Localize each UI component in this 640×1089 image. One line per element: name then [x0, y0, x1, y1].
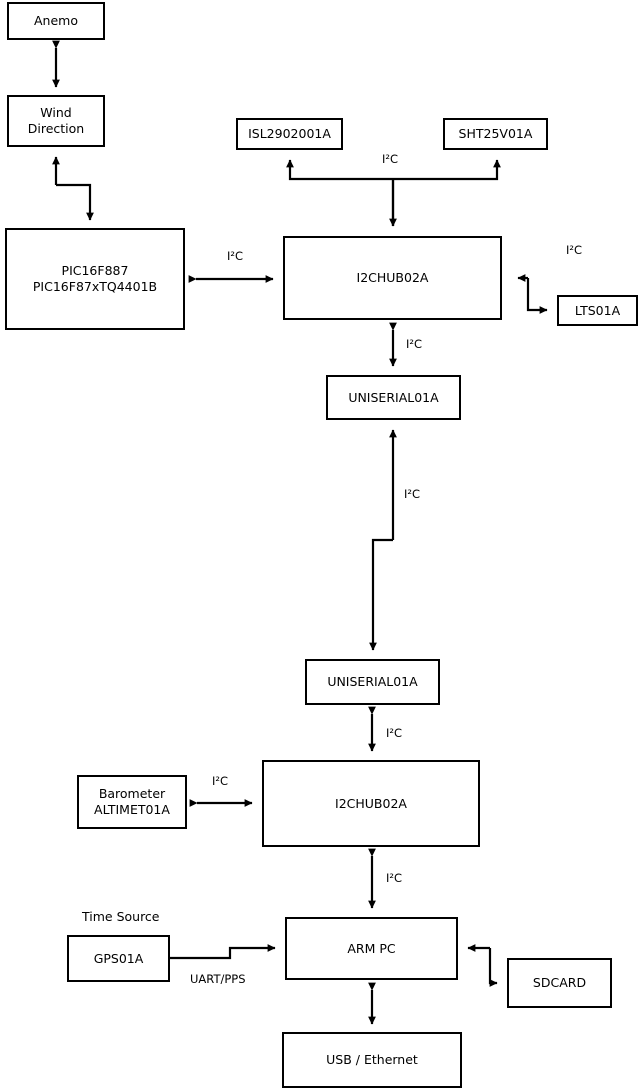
edge-label-pic-hub: I²C — [227, 249, 244, 263]
node-arm-pc[interactable]: ARM PC — [285, 917, 458, 980]
node-lts01a-label: LTS01A — [574, 302, 621, 318]
node-wind-direction[interactable]: Wind Direction — [7, 95, 105, 147]
node-pic-mcu[interactable]: PIC16F887 PIC16F87xTQ4401B — [5, 228, 185, 330]
node-usb-ethernet-label: USB / Ethernet — [326, 1052, 418, 1068]
node-lts01a[interactable]: LTS01A — [557, 295, 638, 326]
node-sdcard[interactable]: SDCARD — [507, 958, 612, 1008]
node-arm-pc-label: ARM PC — [347, 940, 396, 956]
node-uniserial01a-bottom[interactable]: UNISERIAL01A — [305, 659, 440, 705]
edge-label-uniserial-hub-bottom: I²C — [386, 726, 403, 740]
node-barometer-altimet01a[interactable]: Barometer ALTIMET01A — [77, 775, 187, 829]
node-sht25v01a-label: SHT25V01A — [458, 126, 533, 142]
node-usb-ethernet[interactable]: USB / Ethernet — [282, 1032, 462, 1088]
edge-label-hub-armpc: I²C — [386, 871, 403, 885]
edge-label-hub-lts: I²C — [566, 243, 583, 257]
node-i2chub02a-top[interactable]: I2CHUB02A — [283, 236, 502, 320]
edge-gps-armpc — [170, 944, 276, 960]
node-i2chub02a-top-label: I2CHUB02A — [356, 270, 429, 286]
node-gps01a-label: GPS01A — [93, 950, 144, 966]
node-wind-direction-label: Wind Direction — [27, 105, 85, 136]
node-uniserial01a-bottom-label: UNISERIAL01A — [327, 674, 418, 690]
node-uniserial01a-top[interactable]: UNISERIAL01A — [326, 375, 461, 420]
edge-label-gps-armpc: UART/PPS — [190, 972, 246, 986]
node-gps01a[interactable]: GPS01A — [67, 935, 170, 982]
label-time-source: Time Source — [82, 909, 160, 924]
node-uniserial01a-top-label: UNISERIAL01A — [348, 389, 439, 405]
node-i2chub02a-bottom-label: I2CHUB02A — [335, 795, 407, 811]
node-i2chub02a-bottom[interactable]: I2CHUB02A — [262, 760, 480, 847]
node-sdcard-label: SDCARD — [532, 975, 587, 991]
node-anemo[interactable]: Anemo — [7, 2, 105, 40]
node-isl2902001a-label: ISL2902001A — [248, 126, 331, 142]
edge-label-barometer-hub: I²C — [212, 774, 229, 788]
node-anemo-label: Anemo — [34, 13, 78, 29]
node-sht25v01a[interactable]: SHT25V01A — [443, 118, 548, 150]
edge-label-uniserial-link: I²C — [404, 487, 421, 501]
node-barometer-altimet01a-label: Barometer ALTIMET01A — [94, 786, 170, 817]
node-isl2902001a[interactable]: ISL2902001A — [236, 118, 343, 150]
edge-label-sensors-bus: I²C — [382, 152, 399, 166]
node-pic-mcu-label: PIC16F887 PIC16F87xTQ4401B — [32, 263, 158, 294]
edge-label-hub-uniserial: I²C — [406, 337, 423, 351]
